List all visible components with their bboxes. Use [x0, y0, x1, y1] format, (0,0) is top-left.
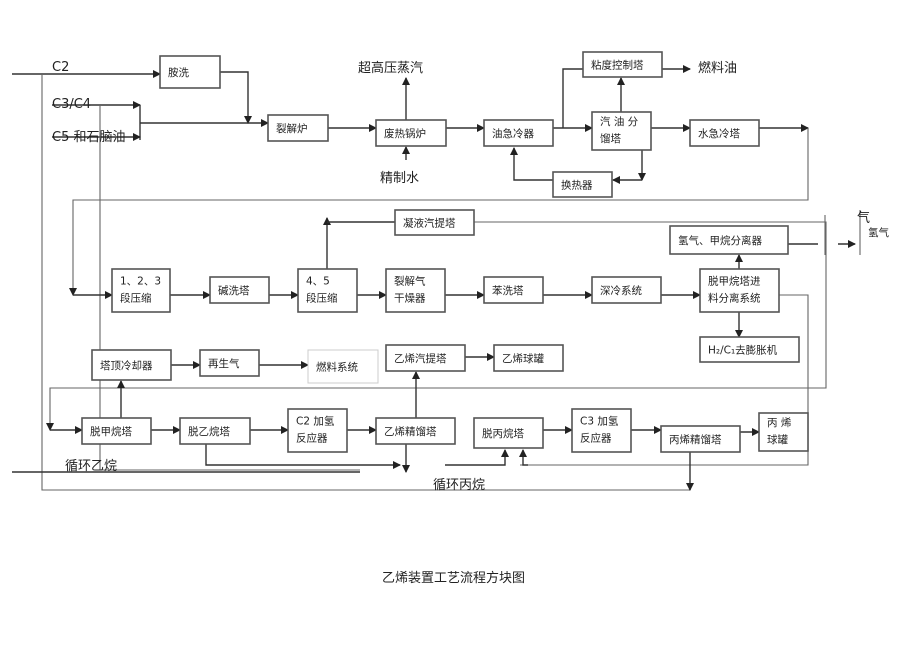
- box-fuel-sys: 燃料系统: [307, 349, 379, 384]
- box-label: 段压缩: [120, 292, 152, 305]
- box-label: 塔顶冷却器: [100, 359, 153, 372]
- box-label: C3 加氢: [580, 415, 619, 428]
- box-label: 裂解炉: [276, 122, 308, 135]
- flow-line: [99, 105, 360, 471]
- fuel-oil-label: 燃料油: [698, 60, 737, 76]
- box-label: 再生气: [208, 357, 240, 370]
- box-h2-sep: 氢气、甲烷分离器: [669, 225, 789, 255]
- box-gasoline: 汽 油 分馏塔: [591, 111, 652, 151]
- steam-label: 超高压蒸汽: [358, 60, 423, 76]
- box-label: 裂解气: [394, 275, 426, 288]
- box-amine: 胺洗: [159, 55, 221, 89]
- box-prop-tank: 丙 烯球罐: [758, 412, 809, 452]
- box-label: 丙烯精馏塔: [669, 433, 722, 446]
- flow-line: [510, 147, 553, 181]
- flow-line: [519, 449, 528, 466]
- box-label: 燃料系统: [316, 361, 358, 374]
- box-label: 脱乙烷塔: [188, 425, 230, 438]
- flow-lines: [12, 65, 861, 491]
- box-label: 凝液汽提塔: [403, 217, 456, 230]
- box-eth-tank: 乙烯球罐: [493, 344, 564, 372]
- hydrogen-label: 氢气: [868, 226, 889, 239]
- flow-line: [562, 68, 583, 128]
- box-label: 丙 烯: [767, 416, 792, 429]
- box-label: 反应器: [296, 432, 328, 445]
- c2-label: C2: [52, 60, 69, 75]
- box-caustic: 碱洗塔: [209, 276, 270, 304]
- box-label: 碱洗塔: [218, 284, 250, 297]
- box-label: 料分离系统: [708, 292, 761, 305]
- flow-line: [69, 128, 809, 296]
- box-boiler: 废热锅炉: [375, 119, 447, 147]
- box-overhead: 塔顶冷却器: [91, 349, 172, 381]
- box-label: C2 加氢: [296, 415, 335, 428]
- box-label: 氢气、甲烷分离器: [678, 234, 762, 247]
- box-label: 干燥器: [394, 293, 426, 305]
- box-label: 苯洗塔: [492, 284, 524, 297]
- box-label: 脱甲烷塔: [90, 425, 132, 438]
- box-label: 废热锅炉: [384, 127, 426, 140]
- box-cryo: 深冷系统: [591, 276, 662, 304]
- box-comp123: 1、2、3 段压缩: [111, 268, 171, 313]
- box-label: 水急冷塔: [698, 127, 740, 140]
- box-oil-quench: 油急冷器: [483, 119, 554, 147]
- box-label: 深冷系统: [600, 284, 642, 297]
- box-label: 乙烯球罐: [502, 352, 544, 365]
- title-label: 乙烯装置工艺流程方块图: [382, 570, 525, 586]
- box-label: 4、5: [306, 276, 330, 288]
- box-label: 油急冷器: [492, 127, 534, 140]
- flow-line: [46, 221, 827, 431]
- box-regen: 再生气: [199, 349, 260, 377]
- box-expander: H₂/C₁去膨胀机: [699, 336, 800, 363]
- box-label: 粘度控制塔: [591, 59, 644, 72]
- flow-line: [520, 294, 809, 466]
- box-eth-frac: 乙烯精馏塔: [375, 417, 456, 445]
- box-label: 脱甲烷塔进: [708, 275, 761, 288]
- box-demeth: 脱甲烷塔: [81, 417, 152, 445]
- box-eth-strip: 乙烯汽提塔: [385, 344, 466, 372]
- box-comp45: 4、5 段压缩: [297, 268, 358, 313]
- gas-label: 气: [857, 210, 870, 226]
- box-label: 胺洗: [168, 66, 189, 79]
- water-label: 精制水: [380, 171, 419, 186]
- box-exchanger: 换热器: [552, 171, 613, 198]
- recycle-propane-label: 循环丙烷: [433, 478, 485, 493]
- c5-label: C5 和石脑油: [52, 130, 125, 145]
- box-deprop: 脱丙烷塔: [473, 417, 544, 449]
- box-label: 段压缩: [306, 292, 338, 305]
- box-deeth: 脱乙烷塔: [179, 417, 251, 445]
- box-label: 乙烯精馏塔: [384, 425, 437, 438]
- flow-line: [41, 74, 690, 491]
- box-condensate: 凝液汽提塔: [394, 209, 475, 236]
- box-label: 乙烯汽提塔: [394, 352, 447, 365]
- recycle-ethane-label: 循环乙烷: [65, 459, 117, 474]
- box-label: 脱丙烷塔: [482, 427, 524, 440]
- box-visc: 粘度控制塔: [582, 51, 663, 78]
- flow-line: [220, 71, 252, 124]
- box-label: 汽 油 分: [600, 115, 639, 128]
- flow-line: [445, 449, 509, 466]
- box-water-quench: 水急冷塔: [689, 119, 760, 147]
- box-label: 球罐: [767, 433, 788, 446]
- box-label: 换热器: [561, 179, 593, 192]
- box-label: 1、2、3: [120, 276, 161, 288]
- box-cracker: 裂解炉: [267, 114, 329, 142]
- box-label: 反应器: [580, 432, 612, 445]
- box-label: H₂/C₁去膨胀机: [708, 344, 778, 357]
- box-label: 馏塔: [600, 132, 621, 145]
- flow-line: [205, 444, 401, 469]
- c3c4-label: C3/C4: [52, 97, 91, 112]
- box-benzene: 苯洗塔: [483, 276, 544, 304]
- box-prop-frac: 丙烯精馏塔: [660, 425, 741, 453]
